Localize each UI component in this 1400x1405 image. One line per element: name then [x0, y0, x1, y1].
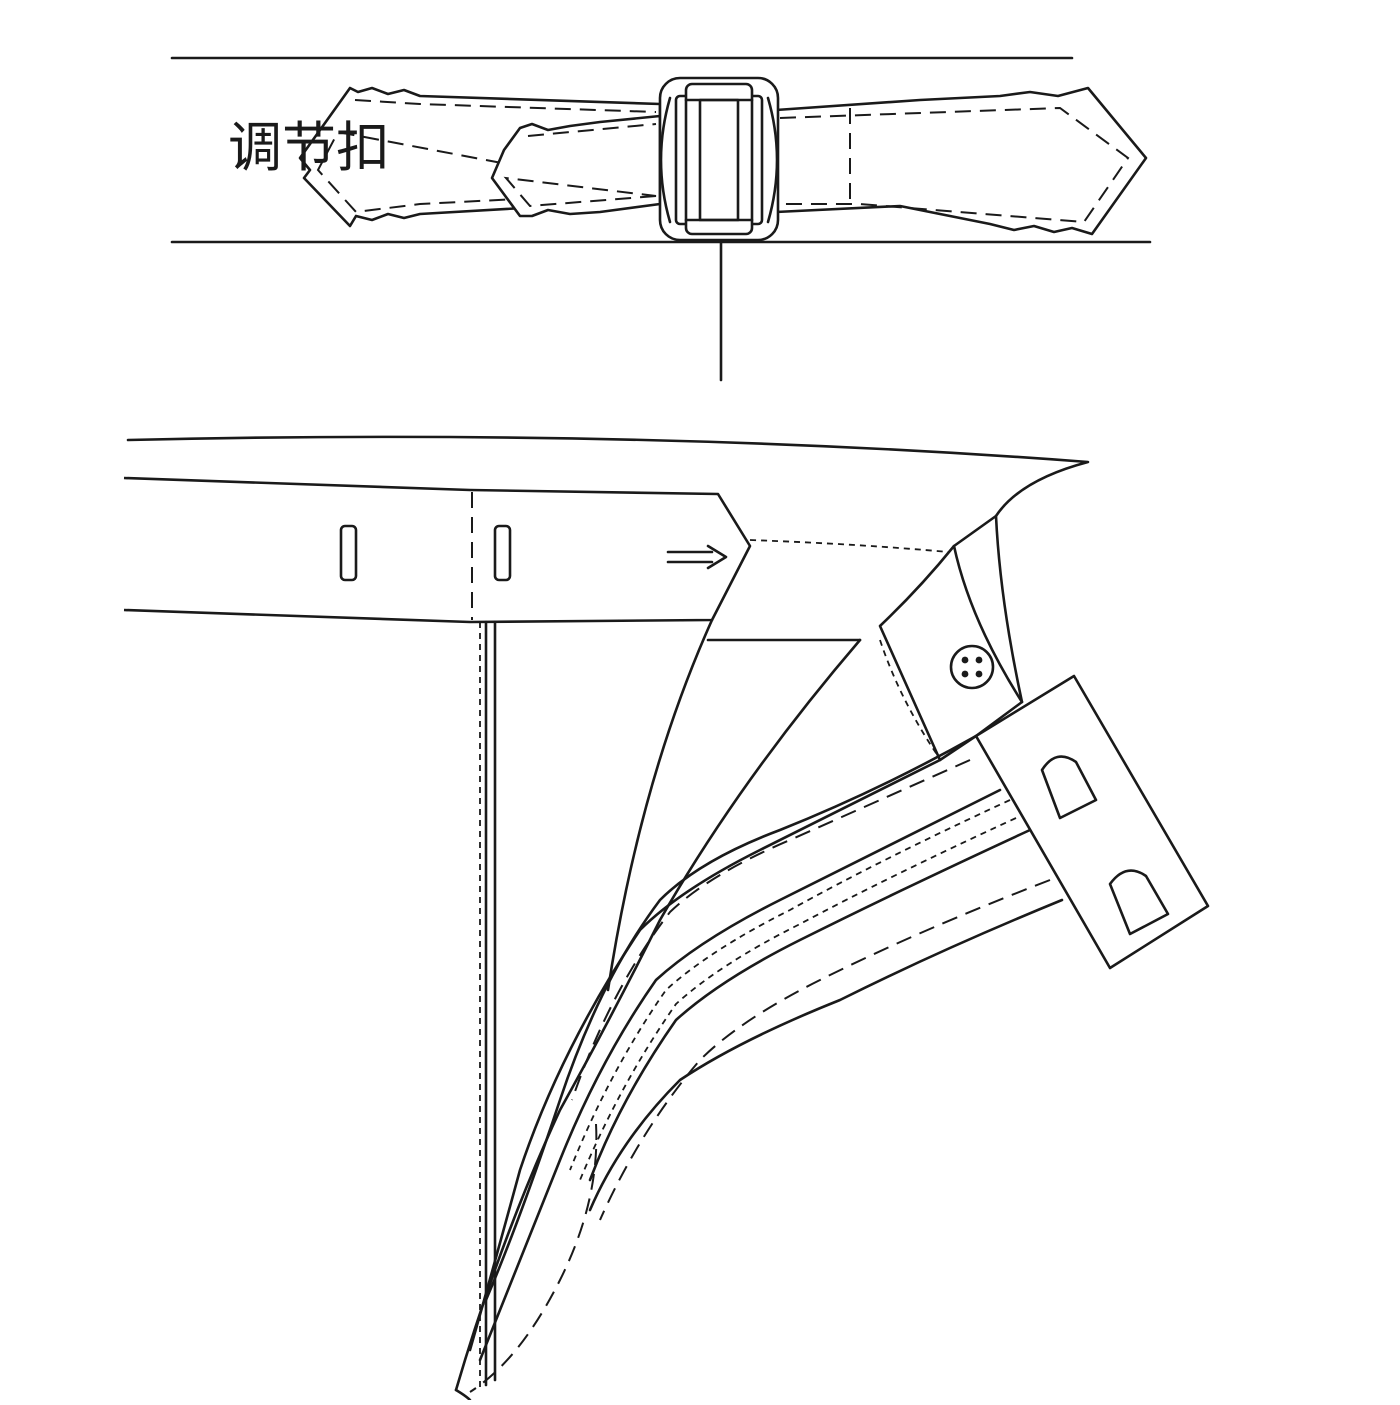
- right-strap-tab: [774, 86, 1148, 236]
- adjustment-buckle-icon: [658, 76, 780, 242]
- fly-panel-strip-1: [484, 734, 978, 1302]
- extension-waistband: [878, 514, 1024, 762]
- fly-panel-stitch-3: [579, 817, 1017, 1181]
- buckle-label: 调节扣: [228, 116, 390, 179]
- button-icon: [949, 644, 995, 690]
- waistband-strap: [123, 476, 752, 624]
- left-strap-stitch: [316, 99, 657, 214]
- left-inner-stitch: [503, 123, 657, 208]
- crotch-stitch: [469, 1123, 598, 1393]
- fly-panel-stitch-4: [599, 879, 1051, 1221]
- extension-band-inner-edge: [952, 544, 1024, 704]
- fly-panel-strip-3: [588, 828, 1032, 1182]
- fly-panel-strip-2: [478, 788, 1002, 1362]
- right-strap-stitch: [779, 106, 1130, 224]
- fly-left-curve: [454, 638, 862, 1392]
- fly-panel-stitch-1: [571, 759, 971, 1101]
- waistband-upper-edge: [126, 435, 1090, 518]
- extension-band-stitch: [879, 639, 939, 757]
- trouser-front: [123, 435, 1210, 1402]
- buttonhole-right: [493, 524, 512, 582]
- buttonhole-left: [339, 524, 358, 582]
- arrow-right-icon: [666, 544, 728, 570]
- fly-shield-edge: [606, 618, 714, 992]
- leg-bottom-edge: [454, 1388, 472, 1402]
- strap-hole-upper: [1040, 755, 1098, 820]
- fly-panel-stitch-2: [569, 799, 1011, 1171]
- adjustment-strap-tab: [974, 674, 1210, 970]
- fly-top-stitch: [749, 539, 949, 553]
- left-strap-inner-tab: [490, 114, 662, 218]
- fly-panel-inner: [588, 898, 1064, 1212]
- buckle-detail: 调节扣: [170, 56, 1152, 382]
- strap-hole-lower: [1108, 869, 1170, 936]
